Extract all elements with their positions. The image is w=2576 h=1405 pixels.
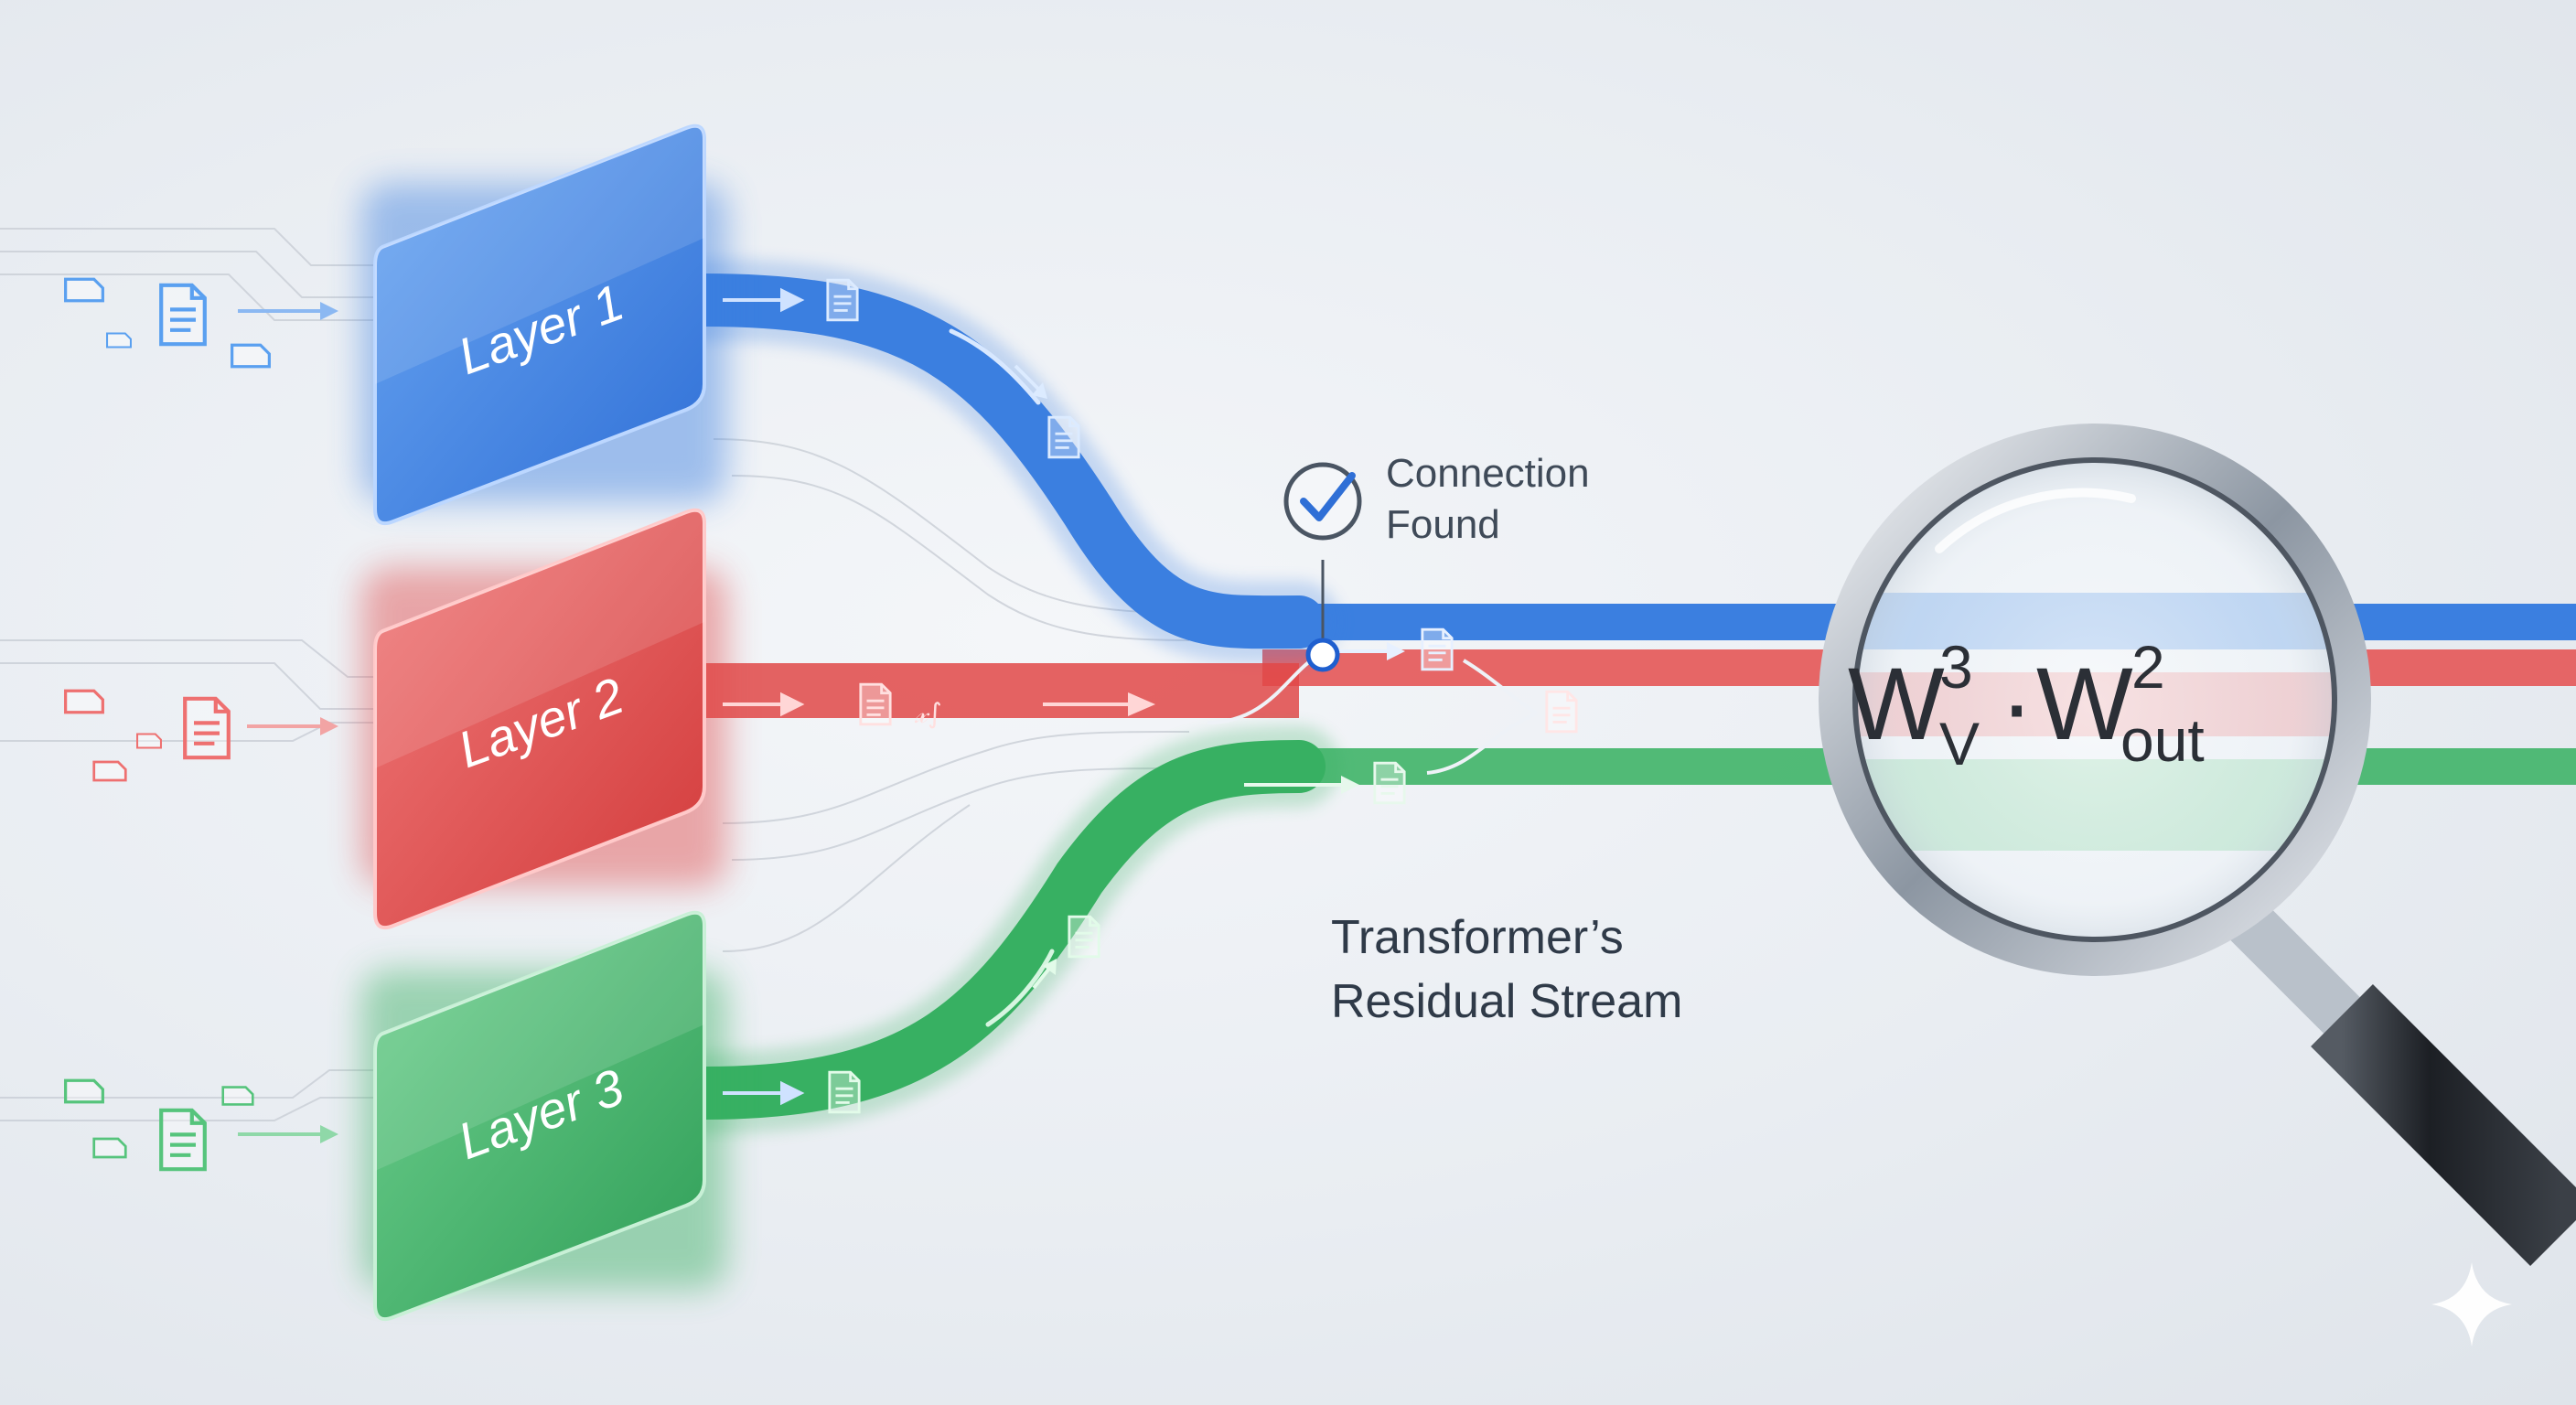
document-icon — [231, 343, 271, 369]
layer-1-panel: Layer 1 — [361, 123, 727, 526]
svg-text:𝓍∫: 𝓍∫ — [914, 698, 942, 730]
layer-3-inputs — [64, 1078, 338, 1169]
formula-w2-sup: 2 — [2131, 633, 2165, 701]
callout-line-2: Found — [1386, 502, 1500, 547]
document-icon — [64, 277, 104, 303]
document-icon — [828, 1070, 861, 1114]
document-icon — [1545, 690, 1578, 734]
document-icon — [826, 278, 859, 322]
document-icon — [135, 733, 163, 749]
stream-label-line-1: Transformer’s — [1331, 911, 1624, 964]
document-icon — [859, 682, 892, 726]
stream-label: Transformer’s Residual Stream — [1331, 911, 1682, 1028]
document-icon — [92, 760, 127, 782]
formula-w2: W — [2036, 647, 2133, 761]
checkmark-icon — [1283, 462, 1362, 541]
layer-3-panel: Layer 3 — [361, 910, 727, 1322]
layer-2-panel: Layer 2 — [361, 508, 727, 930]
callout-line-1: Connection — [1386, 451, 1590, 496]
layer-2-inputs — [64, 689, 338, 782]
document-icon — [105, 332, 133, 349]
document-icon — [185, 699, 229, 757]
document-icon — [221, 1086, 254, 1106]
connection-node — [1305, 638, 1340, 672]
document-icon — [1373, 761, 1406, 805]
formula-w1-sup: 3 — [1939, 633, 1973, 701]
layer-1-path — [663, 259, 1340, 664]
formula-w1-sub: V — [1939, 710, 1980, 778]
layer-3-path — [663, 725, 1340, 1134]
arrow-icon — [723, 692, 1156, 717]
arrow-icon — [723, 287, 805, 1106]
formula-w2-sub: out — [2120, 706, 2205, 774]
sparkle-icon — [2431, 1262, 2512, 1346]
formula-w1: W — [1848, 647, 1945, 761]
magnifier-icon — [1819, 424, 2576, 1266]
document-icon — [161, 285, 205, 344]
document-icon — [1068, 915, 1100, 959]
document-icon — [1421, 627, 1454, 671]
document-icon — [161, 1110, 205, 1169]
layer-2-path — [704, 663, 1299, 718]
document-icon — [64, 689, 104, 714]
document-icon — [64, 1078, 104, 1104]
stream-label-line-2: Residual Stream — [1331, 975, 1682, 1028]
path-tokens: 𝓍∫ — [723, 278, 1578, 1114]
layer-1-inputs — [64, 277, 338, 369]
formula-dot: · — [2000, 647, 2034, 761]
connection-callout: Connection Found — [1283, 451, 1590, 672]
formula: W 3 V · W 2 out — [1848, 633, 2205, 778]
document-icon — [92, 1137, 127, 1159]
document-icon — [1047, 415, 1080, 459]
